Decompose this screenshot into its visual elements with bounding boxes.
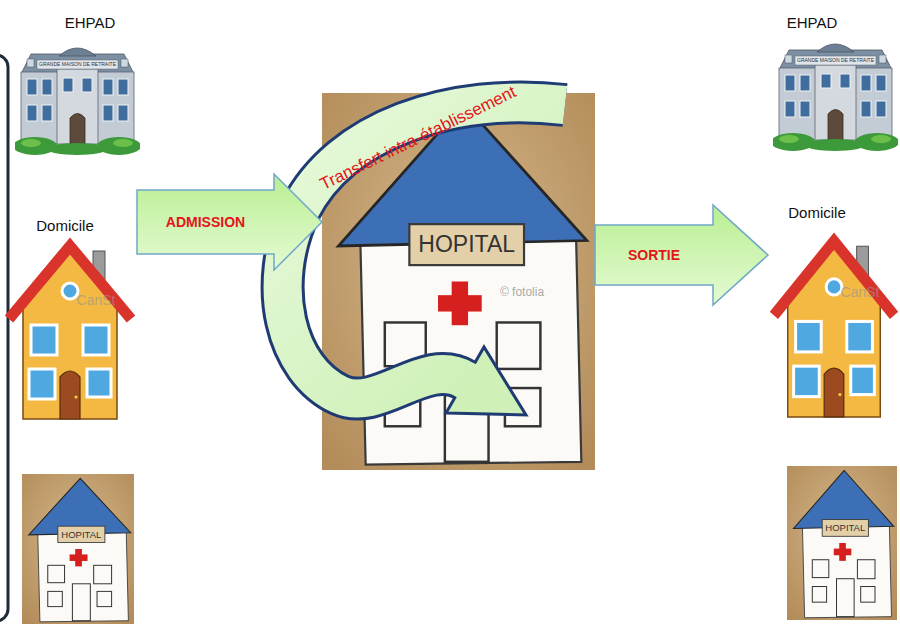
hospital-sign-text: HOPITAL bbox=[58, 526, 105, 542]
place-heading: EHPAD bbox=[770, 12, 854, 32]
loop-arrow-outline bbox=[283, 102, 565, 398]
hospital-sign-text: HOPITAL bbox=[822, 520, 868, 537]
place-heading: Domicile bbox=[5, 215, 125, 235]
building-sign-text: GRANDE MAISON DE RETRAITE bbox=[795, 56, 876, 65]
retirement-home: EHPAD GRANDE MAISON DE RETRAITE bbox=[770, 8, 898, 156]
hospital-picture bbox=[22, 474, 134, 624]
building-sign-text: GRANDE MAISON DE RETRAITE bbox=[37, 60, 118, 69]
place-heading: Domicile bbox=[768, 202, 866, 222]
retirement-home-picture bbox=[13, 48, 141, 155]
house-picture bbox=[9, 246, 131, 419]
hospital-small: HOPITAL bbox=[22, 474, 134, 624]
home-house: Domicile bbox=[768, 200, 900, 422]
place-heading: EHPAD bbox=[40, 12, 140, 32]
hospital-main: HOPITAL bbox=[322, 93, 595, 470]
retirement-home: EHPAD GRANDE MAISON DE RETRAITE bbox=[10, 8, 142, 158]
retirement-home-picture bbox=[771, 44, 899, 151]
hospital-small: HOPITAL bbox=[787, 466, 897, 620]
group-border bbox=[0, 55, 8, 621]
hospital-sign-text: HOPITAL bbox=[409, 224, 524, 265]
home-house: Domicile bbox=[5, 212, 137, 422]
house-picture bbox=[774, 241, 894, 417]
block-arrow bbox=[137, 174, 322, 270]
block-arrow bbox=[595, 205, 768, 305]
hospital-picture bbox=[787, 466, 897, 620]
loop-arrow-band bbox=[283, 102, 565, 398]
